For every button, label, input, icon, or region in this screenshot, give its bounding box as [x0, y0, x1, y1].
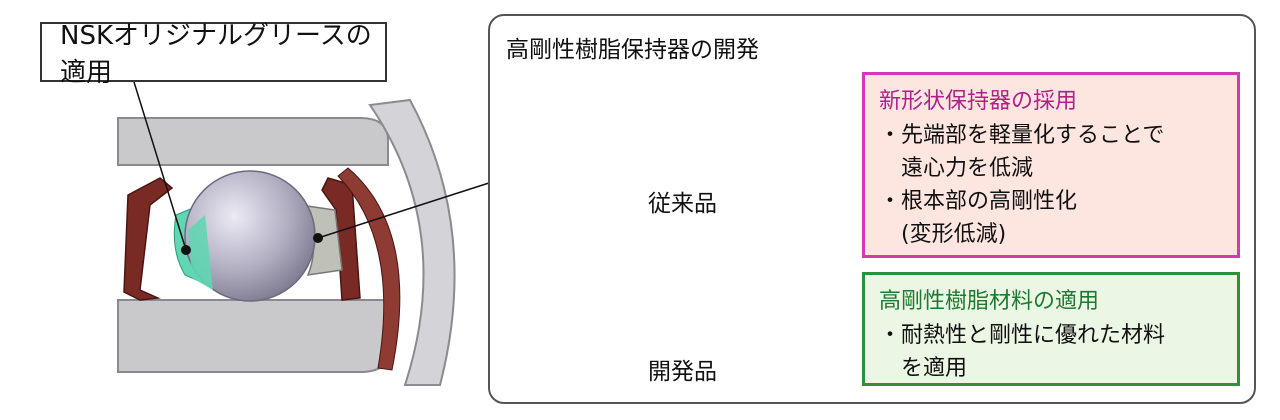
new-shape-line: ・先端部を軽量化することで — [879, 123, 1165, 148]
left-seal — [123, 177, 174, 301]
panel-title: 高剛性樹脂保持器の開発 — [506, 37, 759, 63]
outer-ring — [117, 117, 389, 166]
housing-wall — [368, 98, 456, 386]
material-line: ・耐熱性と剛性に優れた材料 — [879, 323, 1166, 348]
new-shape-line: 遠心力を低減 — [879, 156, 1034, 181]
bearing-cross-section — [117, 98, 456, 386]
callout-pointer — [133, 81, 187, 251]
inner-ring — [117, 299, 389, 373]
material-line: を適用 — [879, 356, 968, 381]
conventional-caption: 従来品 — [648, 191, 717, 217]
grease-callout-label: NSKオリジナルグリースの適用 — [60, 21, 372, 88]
developed-caption: 開発品 — [648, 359, 717, 385]
new-shape-line: (変形低減) — [879, 222, 1007, 247]
new-shape-box: 新形状保持器の採用 ・先端部を軽量化することで 遠心力を低減 ・根本部の高剛性化… — [862, 72, 1240, 258]
panel-connector — [317, 181, 493, 239]
material-title: 高剛性樹脂材料の適用 — [879, 289, 1100, 314]
new-shape-title: 新形状保持器の採用 — [879, 89, 1078, 114]
new-shape-line: ・根本部の高剛性化 — [879, 189, 1078, 214]
grease-callout: NSKオリジナルグリースの適用 — [40, 21, 387, 88]
material-box: 高剛性樹脂材料の適用 ・耐熱性と剛性に優れた材料 を適用 — [862, 272, 1240, 386]
